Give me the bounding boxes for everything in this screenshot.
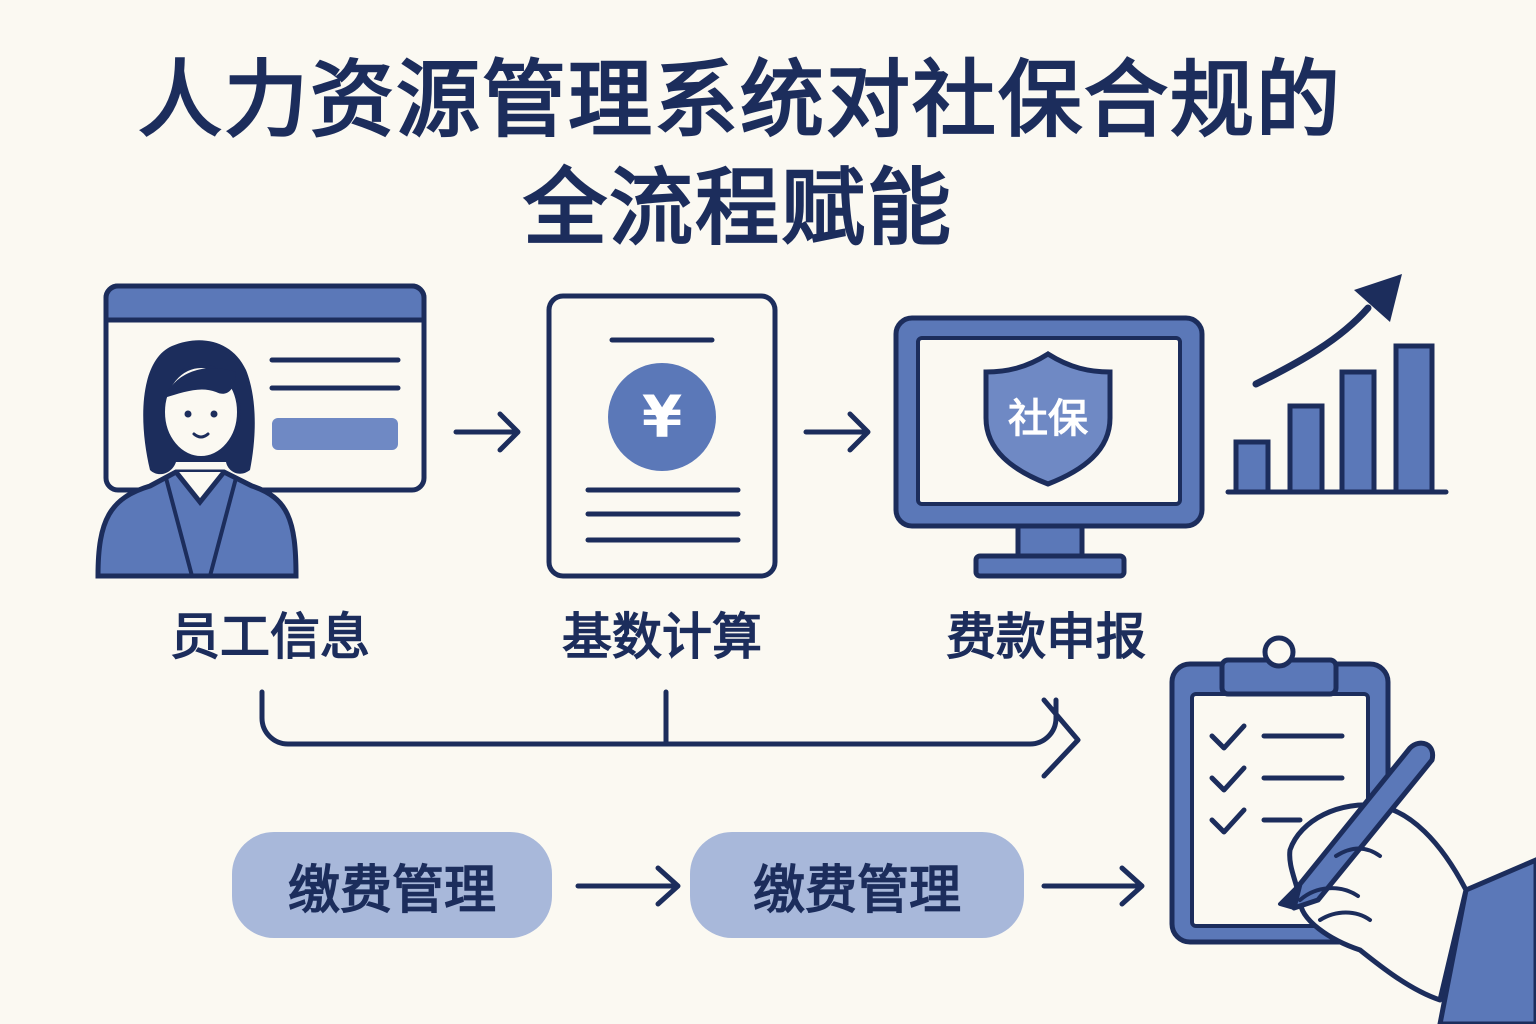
growth-bar-chart-icon	[1225, 274, 1449, 495]
payment-management-pill-2: 缴费管理	[690, 832, 1024, 938]
pill-label: 缴费管理	[287, 860, 496, 921]
arrow-right-icon	[453, 411, 521, 453]
arrow-right-icon	[575, 865, 681, 907]
arrow-right-icon	[803, 411, 871, 453]
flow-bracket-connector	[259, 689, 1081, 779]
employee-profile-card-icon	[95, 283, 427, 579]
arrow-right-icon	[1041, 865, 1145, 907]
step-label-employee-info: 员工信息	[170, 608, 370, 666]
step-label-payment-declaration: 费款申报	[946, 608, 1146, 666]
step-label-base-calculation: 基数计算	[562, 608, 762, 666]
page-title-line-1: 人力资源管理系统对社保合规的	[137, 51, 1342, 149]
payment-management-pill-1: 缴费管理	[232, 832, 552, 938]
yuan-document-icon: ¥	[546, 293, 778, 579]
pill-label: 缴费管理	[752, 860, 961, 921]
page-title-line-2: 全流程赋能	[522, 159, 953, 257]
shield-monitor-icon: 社保	[893, 315, 1205, 579]
yuan-symbol: ¥	[642, 383, 682, 451]
shield-label: 社保	[1008, 396, 1089, 442]
hand-with-pen-icon	[1278, 740, 1536, 1024]
